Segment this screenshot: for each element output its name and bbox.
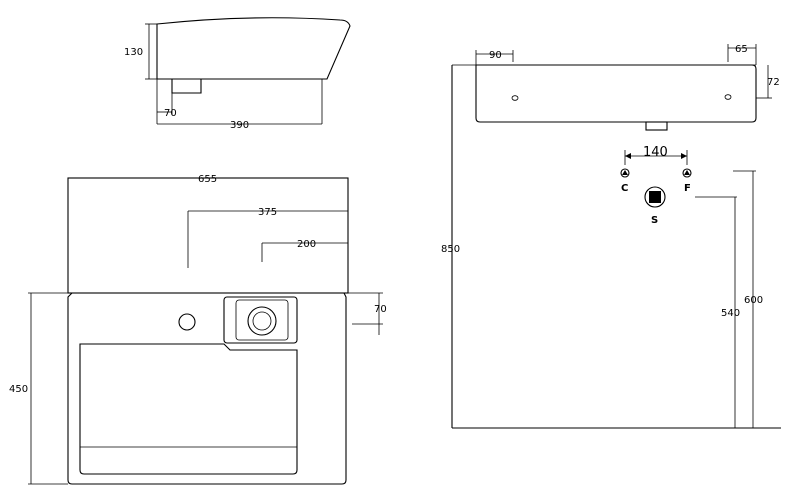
cold-label: C xyxy=(621,183,628,194)
front-dim-72: 72 xyxy=(767,77,780,88)
waste-outlet-icon xyxy=(644,186,666,208)
front-dim-140-arrow-r xyxy=(681,153,687,159)
side-basin-outline xyxy=(156,17,351,80)
side-dim-70: 70 xyxy=(164,108,177,119)
hot-supply-arrow xyxy=(684,170,690,175)
drain-ring-inner xyxy=(252,311,272,331)
plan-bowl xyxy=(79,343,298,475)
plan-view: 655 375 200 450 70 xyxy=(9,174,387,485)
hot-label: F xyxy=(684,183,691,194)
plan-dim-450: 450 xyxy=(9,384,28,395)
left-fixing-hole xyxy=(511,95,519,101)
plan-dim-200: 200 xyxy=(297,239,316,250)
side-dim-390: 390 xyxy=(230,120,249,131)
drain-inner xyxy=(235,299,289,341)
front-dim-65: 65 xyxy=(735,44,748,55)
front-dim-140: 140 xyxy=(643,145,668,160)
front-dim-140-arrow-l xyxy=(625,153,631,159)
plan-basin-outline xyxy=(67,292,347,485)
front-dim-540: 540 xyxy=(721,308,740,319)
plan-wall-rect xyxy=(67,177,349,294)
front-dim-600: 600 xyxy=(744,295,763,306)
cold-supply-icon xyxy=(620,168,630,178)
waste-label: S xyxy=(651,215,658,226)
waste-outlet-square xyxy=(649,191,661,203)
tap-hole xyxy=(178,313,196,331)
side-outlet xyxy=(171,79,202,94)
drain-box xyxy=(223,296,298,344)
right-fixing-hole xyxy=(724,94,732,100)
cold-supply-arrow xyxy=(622,170,628,175)
drain-ring-outer xyxy=(247,306,277,336)
hot-supply-icon xyxy=(682,168,692,178)
front-dim-90: 90 xyxy=(489,50,502,61)
side-view: 130 70 390 xyxy=(124,17,351,131)
plan-dim-655: 655 xyxy=(198,174,217,185)
plan-dim-375: 375 xyxy=(258,207,277,218)
side-dim-130: 130 xyxy=(124,47,143,58)
front-basin-outline xyxy=(475,64,757,123)
front-view: 90 65 72 850 140 C F S 600 xyxy=(441,44,781,429)
front-outlet xyxy=(645,121,668,131)
plan-dim-70: 70 xyxy=(374,304,387,315)
front-dim-850: 850 xyxy=(441,244,460,255)
